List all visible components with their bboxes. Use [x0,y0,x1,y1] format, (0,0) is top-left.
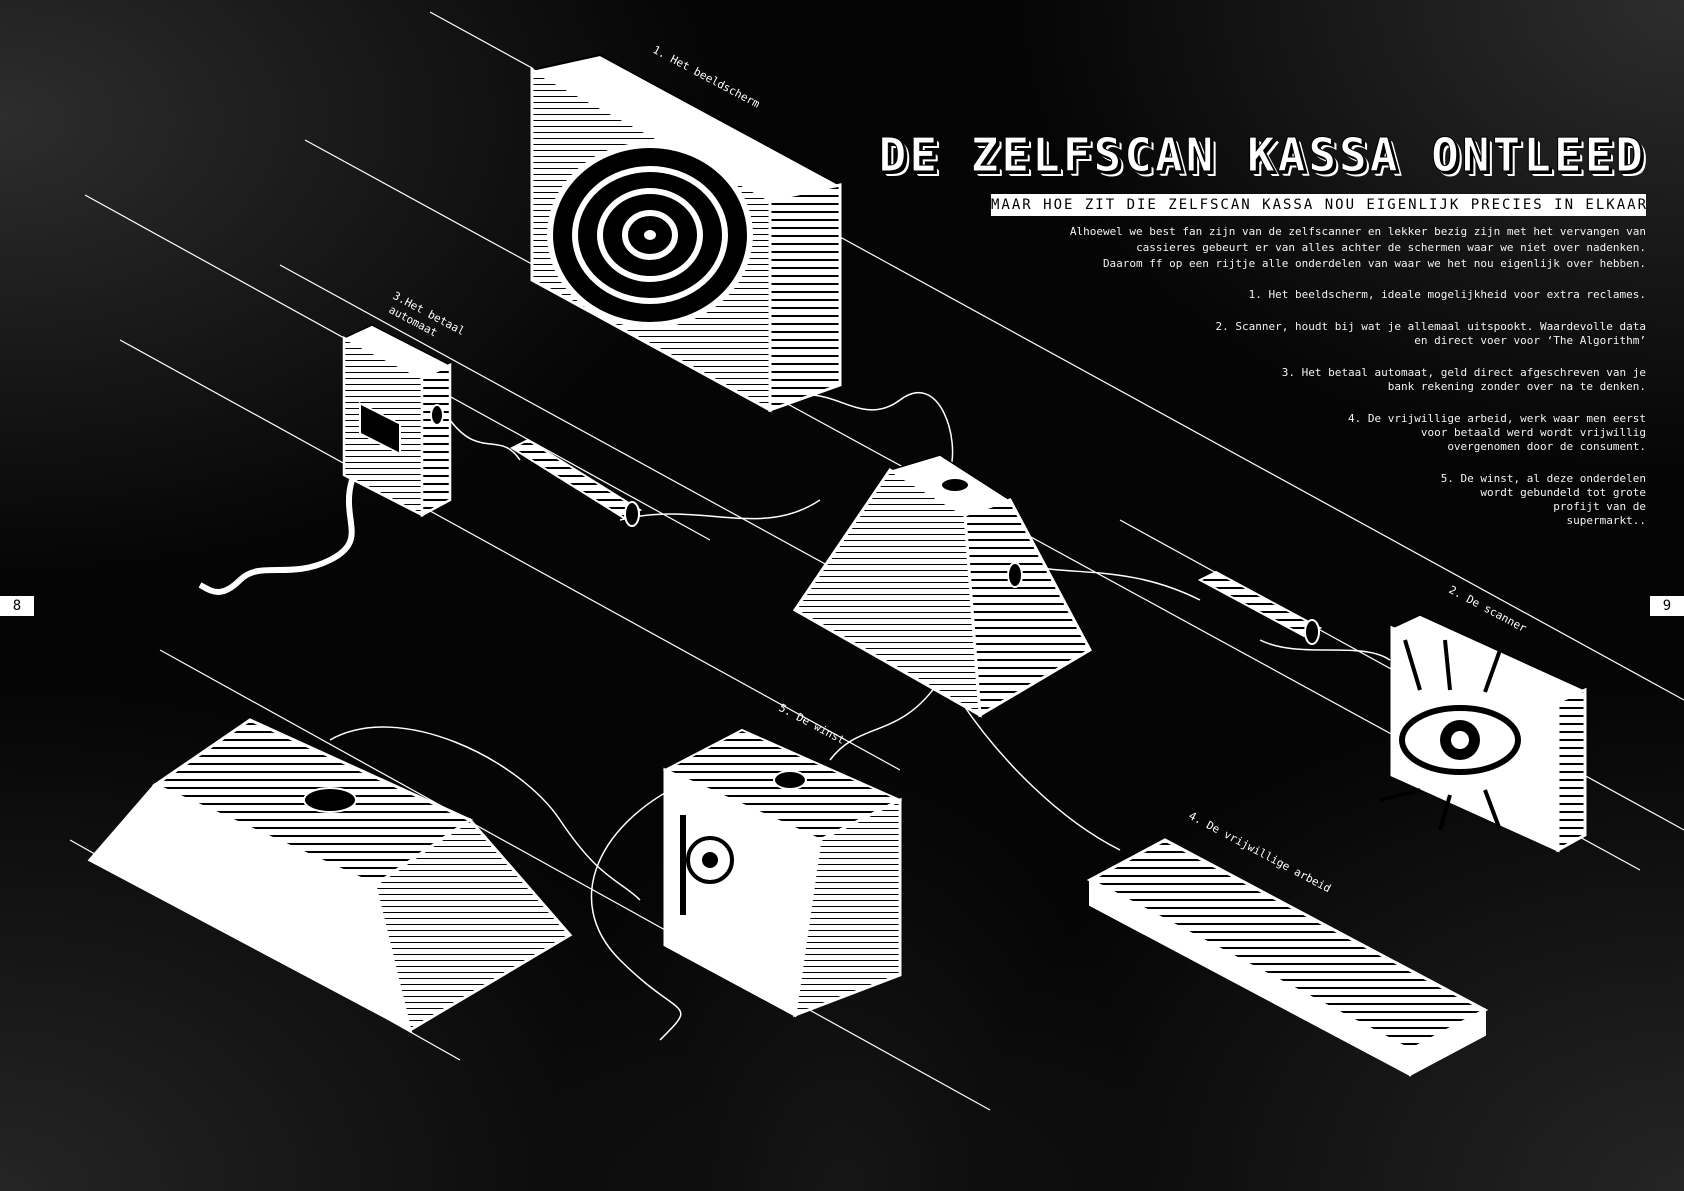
label-scanner: 2. De scanner [1447,583,1529,635]
cylinder-connector-left [509,438,643,527]
intro-line: cassieres gebeurt er van alles achter de… [1136,241,1646,254]
component-list: 1. Het beeldscherm, ideale mogelijkheid … [1126,288,1646,546]
list-item: 4. De vrijwillige arbeid, werk waar men … [1347,412,1646,453]
cylinder-connector-right [1197,570,1323,645]
wires [329,391,1391,1041]
label-profit: 5. De winst [777,701,847,747]
intro-line: Daarom ff op een rijtje alle onderdelen … [1102,257,1646,270]
list-item: 1. Het beeldscherm, ideale mogelijkheid … [1248,288,1646,301]
list-item: 5. De winst, al deze onderdelen wordt ge… [1440,472,1646,527]
subtitle-bar: MAAR HOE ZIT DIE ZELFSCAN KASSA NOU EIGE… [991,194,1646,216]
list-item: 2. Scanner, houdt bij wat je allemaal ui… [1215,320,1646,347]
page-title: DE ZELFSCAN KASSA ONTLEED [878,128,1646,183]
page-number-left: 8 [0,596,34,616]
gold-bar-illustration [87,718,573,1033]
safe-illustration [662,728,903,1018]
conveyor-belt-illustration [1086,838,1489,1077]
page-number-right: 9 [1650,596,1684,616]
scanner-illustration [1379,614,1587,853]
list-item: 3. Het betaal automaat, geld direct afge… [1281,366,1646,393]
screen-illustration [529,53,843,413]
intro-paragraph: Alhoewel we best fan zijn van de zelfsca… [1006,224,1646,272]
intro-line: Alhoewel we best fan zijn van de zelfsca… [1069,225,1646,238]
payment-terminal-illustration [198,324,452,595]
hub-pyramid-illustration [792,454,1092,718]
